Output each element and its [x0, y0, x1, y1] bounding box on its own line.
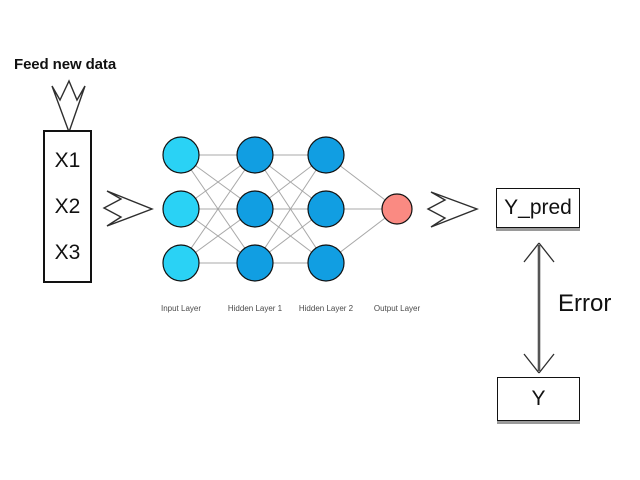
input-variable-x3: X3	[54, 240, 81, 264]
network-node-hidden2-1	[307, 136, 345, 174]
network-node-hidden1-3	[236, 244, 274, 282]
network-node-output-1	[381, 193, 413, 225]
network-edge	[180, 154, 256, 264]
network-node-hidden1-2	[236, 190, 274, 228]
layer-caption-hidden2: Hidden Layer 2	[298, 304, 354, 313]
input-variable-x1: X1	[54, 149, 81, 173]
network-node-hidden1-1	[236, 136, 274, 174]
ground-truth-box: Y	[497, 377, 580, 421]
arrow-up-down-error-icon	[523, 242, 555, 374]
network-edge	[254, 154, 327, 264]
layer-caption-output: Output Layer	[373, 304, 421, 313]
feed-new-data-label: Feed new data	[14, 56, 117, 73]
arrow-down-icon	[51, 79, 86, 135]
arrow-right-output-icon	[426, 191, 479, 228]
network-node-input-3	[162, 244, 200, 282]
network-node-input-2	[162, 190, 200, 228]
network-node-hidden2-2	[307, 190, 345, 228]
error-label: Error	[558, 290, 612, 317]
network-node-hidden2-3	[307, 244, 345, 282]
prediction-box: Y_pred	[496, 188, 580, 228]
arrow-right-input-icon	[102, 190, 154, 227]
input-features-box: X1 X2 X3	[43, 130, 92, 283]
layer-caption-hidden1: Hidden Layer 1	[227, 304, 283, 313]
network-edges	[180, 154, 398, 264]
network-nodes	[162, 136, 413, 282]
network-node-input-1	[162, 136, 200, 174]
input-variable-x2: X2	[54, 194, 81, 218]
layer-caption-input: Input Layer	[160, 304, 202, 313]
